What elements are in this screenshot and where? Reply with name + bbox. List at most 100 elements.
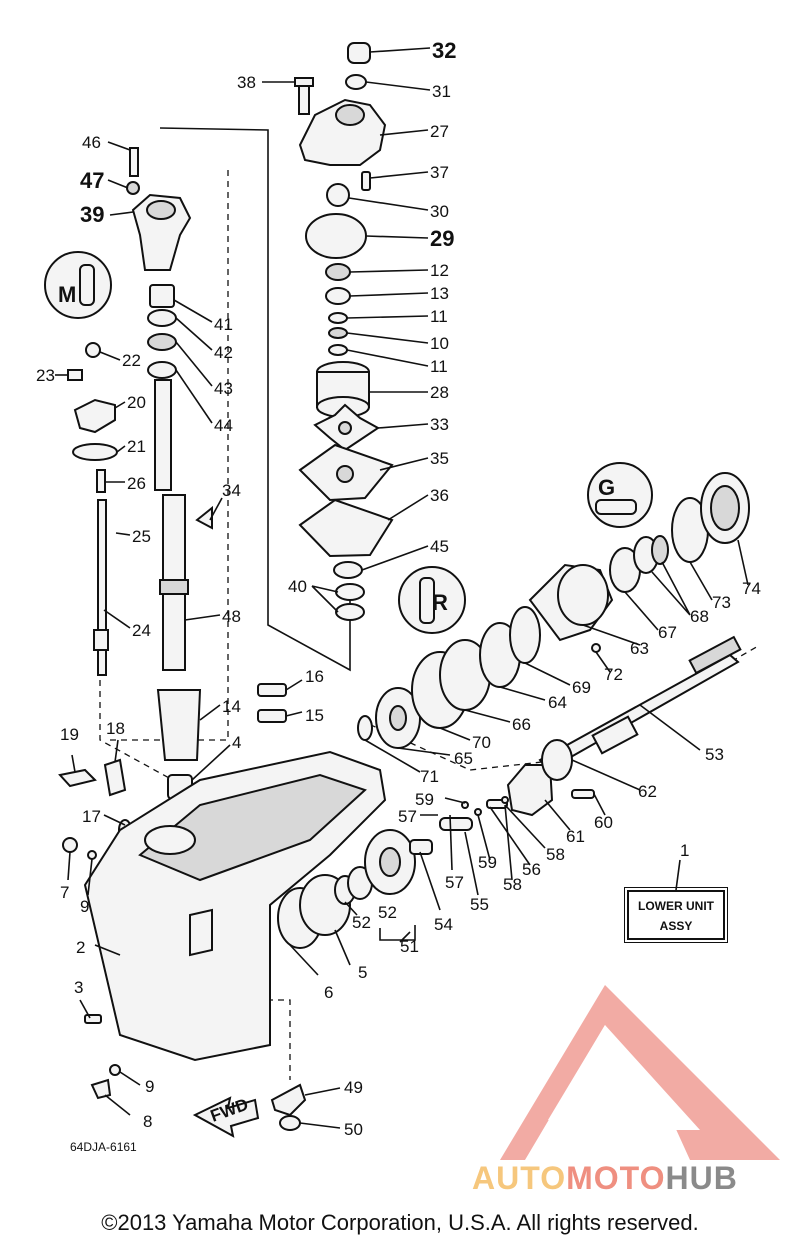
- callout-69: 69: [572, 678, 591, 697]
- grease-mark-label-g: G: [598, 475, 615, 500]
- callout-26: 26: [127, 474, 146, 493]
- callout-45: 45: [430, 537, 449, 556]
- grommet-seal: [345, 74, 367, 90]
- callout-23: 23: [36, 366, 55, 385]
- callout-13: 13: [430, 284, 449, 303]
- callout-35: 35: [430, 449, 449, 468]
- callout-36: 36: [430, 486, 449, 505]
- callout-6: 6: [324, 983, 333, 1002]
- callout-11: 11: [430, 307, 448, 326]
- callout-67: 67: [658, 623, 677, 642]
- callout-57-upper: 57: [398, 807, 417, 826]
- callout-74: 74: [742, 579, 761, 598]
- callout-38: 38: [237, 73, 256, 92]
- callout-33: 33: [430, 415, 449, 434]
- callout-11-lower: 11: [430, 357, 448, 376]
- propeller-shaft-housing: [528, 563, 614, 642]
- callout-47: 47: [80, 168, 104, 193]
- callout-9-lower: 9: [145, 1077, 154, 1096]
- housing-bolt: [294, 77, 314, 115]
- callout-58-upper: 58: [546, 845, 565, 864]
- copyright-notice: ©2013 Yamaha Motor Corporation, U.S.A. A…: [101, 1210, 699, 1235]
- callout-27: 27: [430, 122, 449, 141]
- callout-24: 24: [132, 621, 151, 640]
- callout-25: 25: [132, 527, 151, 546]
- callout-52-b: 52: [378, 903, 397, 922]
- callout-58: 58: [503, 875, 522, 894]
- pump-housing: [298, 98, 387, 166]
- callout-20: 20: [127, 393, 146, 412]
- callout-43: 43: [214, 379, 233, 398]
- brand-hub: HUB: [665, 1160, 738, 1196]
- callout-1: 1: [680, 841, 689, 860]
- callout-3: 3: [74, 978, 83, 997]
- dog-clutch: [506, 764, 554, 817]
- callout-55: 55: [470, 895, 489, 914]
- callout-19: 19: [60, 725, 79, 744]
- callout-44: 44: [214, 416, 233, 435]
- grease-mark-g: [587, 462, 653, 528]
- callout-30: 30: [430, 202, 449, 221]
- callout-48: 48: [222, 607, 241, 626]
- callout-5: 5: [358, 963, 367, 982]
- callout-7: 7: [60, 883, 69, 902]
- callout-60: 60: [594, 813, 613, 832]
- shift-cam-plate: [73, 398, 116, 434]
- callout-46: 46: [82, 133, 101, 152]
- plate-gasket: [298, 498, 394, 558]
- outer-plate: [298, 443, 394, 502]
- callout-29: 29: [430, 226, 454, 251]
- pinion-gear: [270, 1083, 307, 1117]
- callout-50: 50: [344, 1120, 363, 1139]
- grease-mark-r: [398, 566, 466, 634]
- water-tube-grommet: [347, 42, 371, 64]
- brand-auto: AUTO: [472, 1160, 567, 1196]
- callout-31: 31: [432, 82, 451, 101]
- callout-32: 32: [432, 38, 456, 63]
- forward-gear: [364, 829, 416, 895]
- callout-42: 42: [214, 343, 233, 362]
- automotohub-logo-mark: [500, 985, 780, 1160]
- callout-16: 16: [305, 667, 324, 686]
- callout-56: 56: [522, 860, 541, 879]
- callout-57: 57: [445, 873, 464, 892]
- callout-41: 41: [214, 315, 233, 334]
- callout-68: 68: [690, 607, 709, 626]
- shift-rod-bushing-housing: [131, 193, 192, 271]
- fwd-arrow[interactable]: [192, 1096, 260, 1138]
- callout-17: 17: [82, 807, 101, 826]
- callout-54: 54: [434, 915, 453, 934]
- sleeve: [156, 689, 202, 761]
- callout-21: 21: [127, 437, 146, 456]
- shift-rod: [93, 499, 109, 676]
- unit-label-line2: ASSY: [659, 919, 693, 933]
- dowel-pin: [361, 171, 371, 191]
- callout-65: 65: [454, 749, 473, 768]
- callout-51: 51: [400, 937, 419, 956]
- callout-10: 10: [430, 334, 449, 353]
- callout-61: 61: [566, 827, 585, 846]
- callout-63: 63: [630, 639, 649, 658]
- callout-15: 15: [305, 706, 324, 725]
- callout-73: 73: [712, 593, 731, 612]
- callout-9: 9: [80, 897, 89, 916]
- callout-49: 49: [344, 1078, 363, 1097]
- ring-nut: [700, 472, 750, 544]
- lower-unit-assy-label: LOWER UNIT ASSY: [624, 887, 728, 943]
- callout-4: 4: [232, 733, 241, 752]
- drive-shaft: [154, 379, 189, 671]
- unit-label-line1: LOWER UNIT: [638, 899, 714, 913]
- callout-71: 71: [420, 767, 439, 786]
- callout-14: 14: [222, 697, 241, 716]
- automotohub-wordmark: AUTOMOTOHUB: [472, 1160, 738, 1197]
- brand-moto: MOTO: [566, 1160, 666, 1196]
- callout-12: 12: [430, 261, 449, 280]
- grease-mark-label-m: M: [58, 282, 76, 307]
- callout-8: 8: [143, 1112, 152, 1131]
- grease-mark-m: [44, 251, 112, 319]
- callout-34: 34: [222, 481, 241, 500]
- callout-72: 72: [604, 665, 623, 684]
- callout-22: 22: [122, 351, 141, 370]
- callout-40: 40: [288, 577, 307, 596]
- callout-53: 53: [705, 745, 724, 764]
